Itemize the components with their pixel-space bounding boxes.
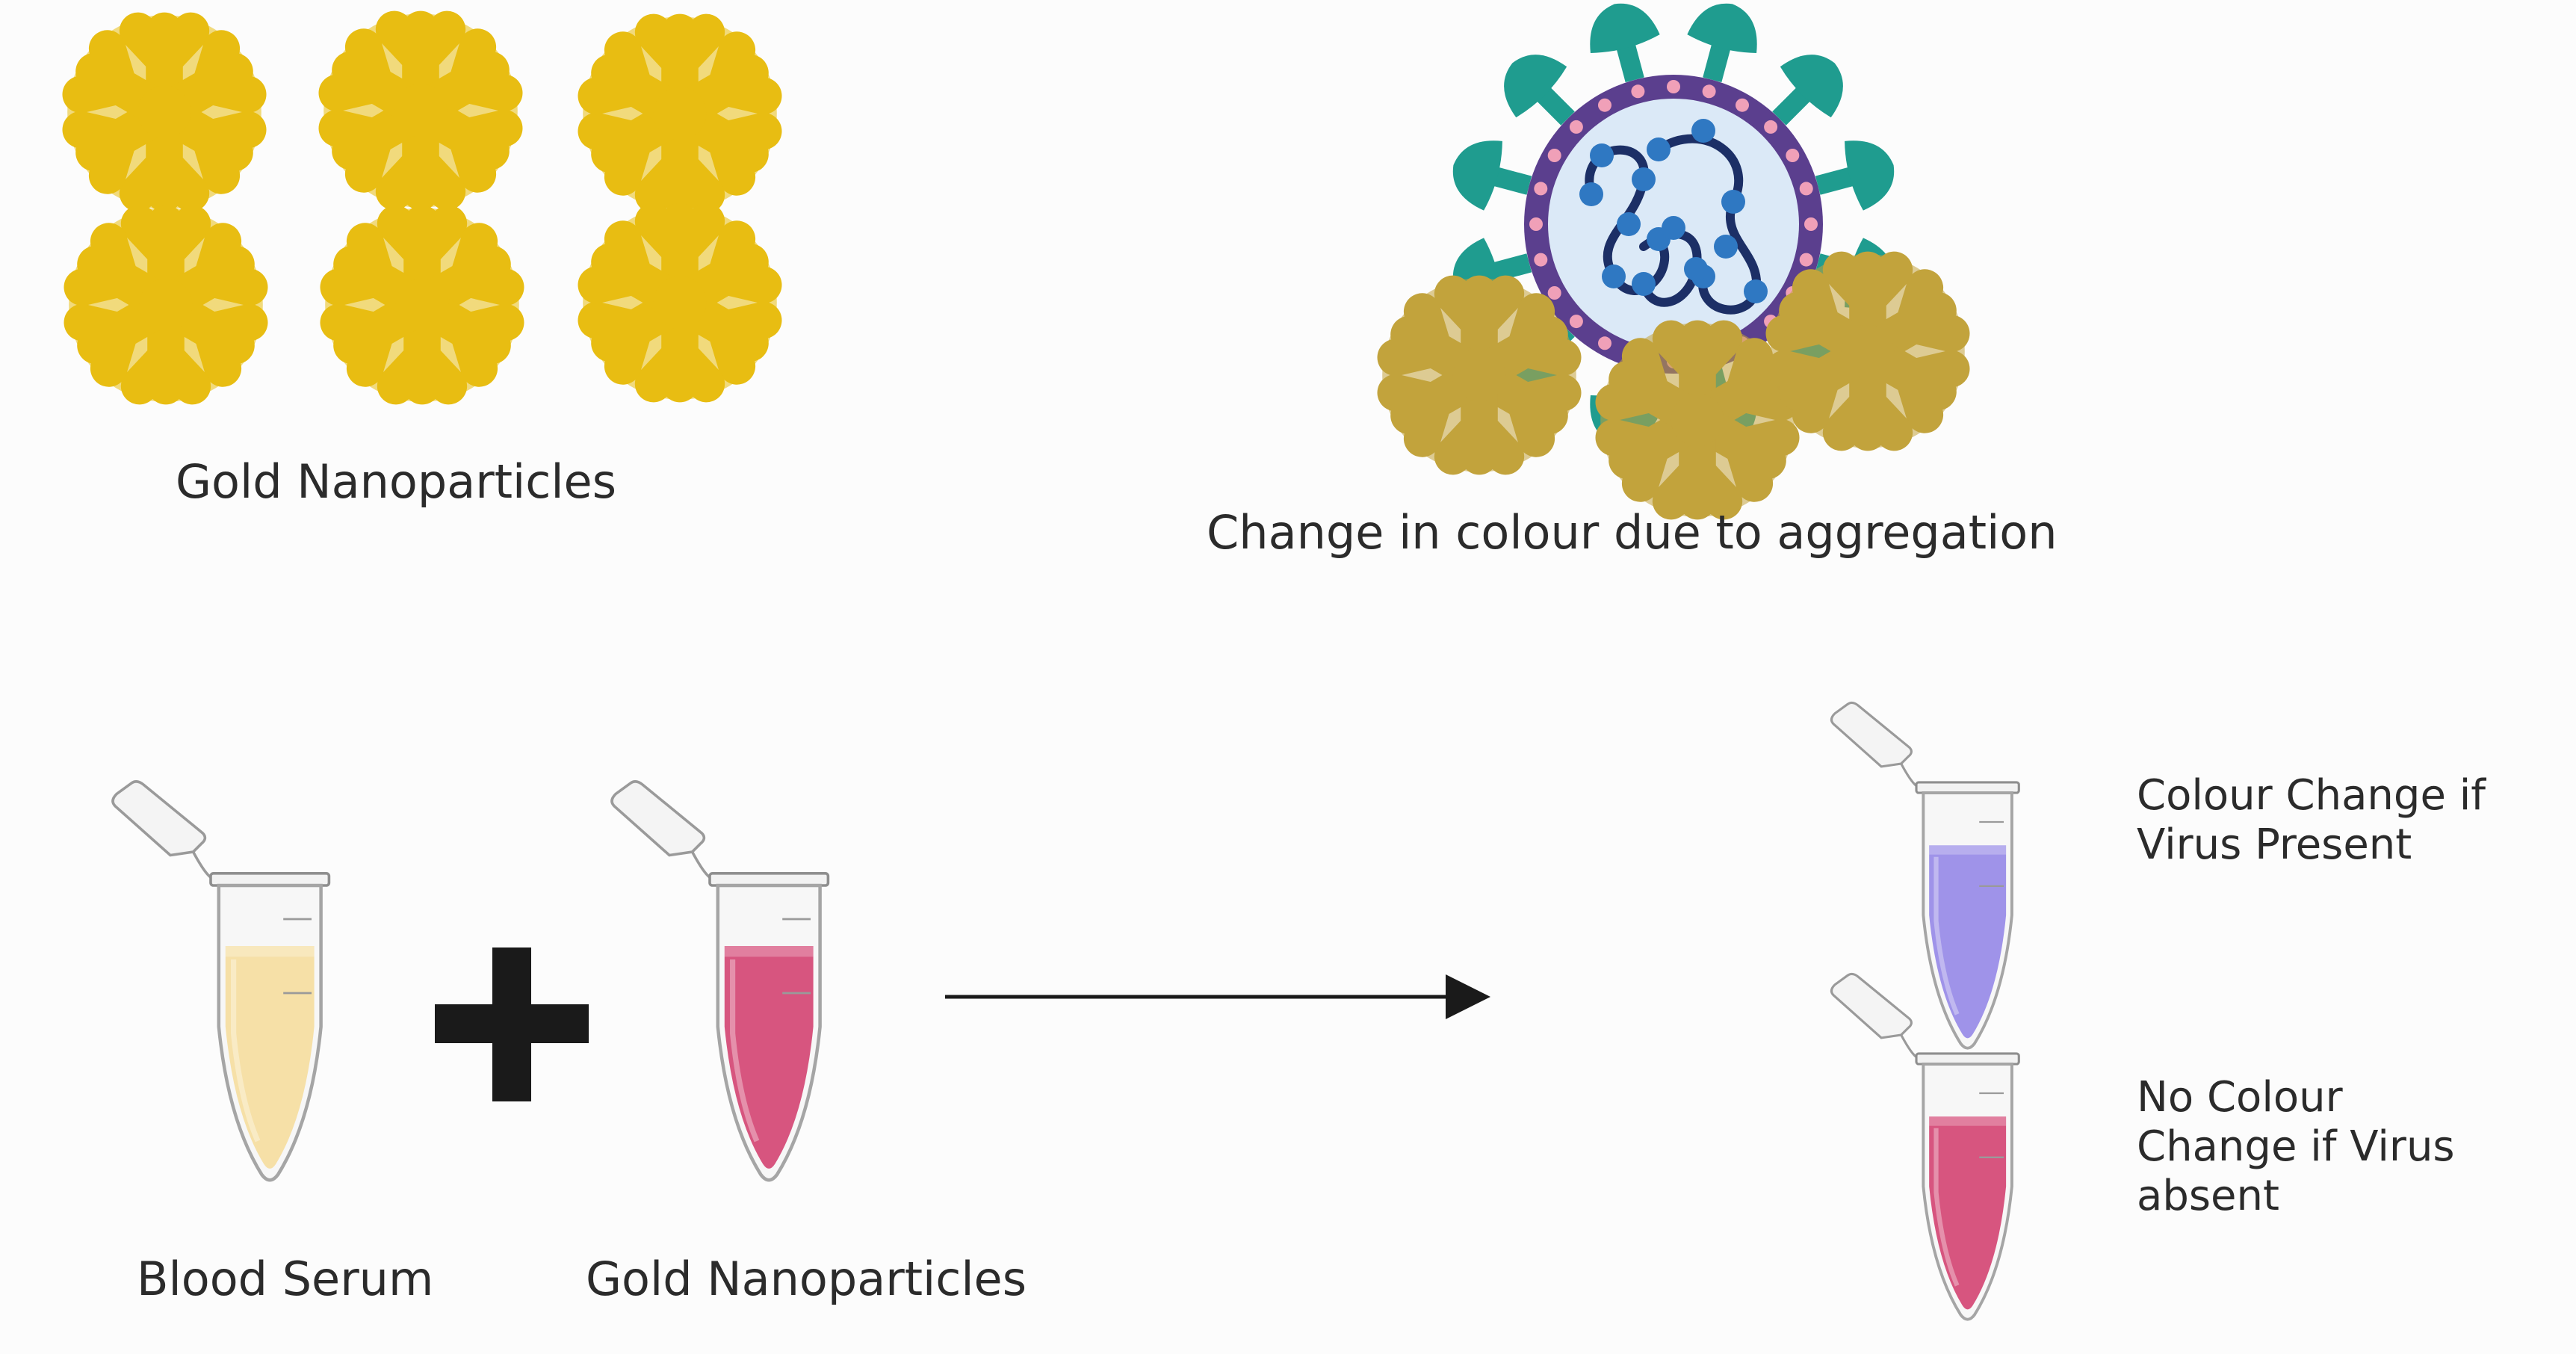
gold-nanoparticle-icon	[325, 208, 519, 402]
tube-virus-present	[1830, 701, 2020, 1050]
rna-node-icon	[1590, 143, 1614, 167]
tube-gold-nanoparticles	[610, 780, 830, 1182]
virus-present-label: Colour Change if Virus Present	[2137, 771, 2486, 870]
gold-nanoparticle-icon	[583, 205, 777, 400]
spike-protein-icon	[1808, 130, 1904, 220]
rna-node-icon	[1691, 119, 1715, 143]
spike-protein-icon	[1443, 130, 1539, 220]
aggregated-nanoparticle-icon	[1382, 278, 1576, 472]
rna-node-icon	[1714, 235, 1738, 259]
rna-node-icon	[1744, 279, 1768, 303]
microcentrifuge-tube-icon	[1830, 701, 2020, 1050]
aggregated-nanoparticle-icon	[1600, 323, 1795, 517]
gold-nanoparticles-label-bottom: Gold Nanoparticles	[586, 1252, 1027, 1306]
virus-icon	[1443, 0, 1904, 454]
virus-illustration	[1382, 0, 1965, 517]
blood-serum-label: Blood Serum	[137, 1252, 434, 1306]
gold-nanoparticles-label-top: Gold Nanoparticles	[176, 454, 616, 509]
spike-protein-icon	[1579, 0, 1670, 90]
rna-node-icon	[1684, 257, 1708, 281]
gold-nanoparticle-icon	[67, 15, 261, 209]
aggregated-nanoparticle-icon	[1771, 254, 1965, 448]
rna-node-icon	[1617, 212, 1641, 236]
rna-node-icon	[1632, 167, 1656, 191]
rna-node-icon	[1579, 182, 1603, 206]
rna-node-icon	[1662, 216, 1685, 240]
aggregation-label: Change in colour due to aggregation	[1207, 505, 2058, 560]
rna-node-icon	[1602, 265, 1626, 288]
virus-present-label-line2: Virus Present	[2137, 820, 2412, 869]
spike-protein-icon	[1677, 0, 1768, 90]
rna-node-icon	[1647, 137, 1671, 161]
virus-absent-label-line2: Change if Virus	[2137, 1122, 2455, 1171]
gold-nanoparticle-icon	[583, 16, 777, 211]
microcentrifuge-tube-icon	[111, 780, 331, 1182]
gold-nanoparticle-icon	[323, 13, 518, 208]
microcentrifuge-tube-icon	[1830, 972, 2020, 1321]
virus-present-label-line1: Colour Change if	[2137, 771, 2486, 820]
tube-blood-serum	[111, 780, 331, 1182]
gold-nanoparticle-icon	[69, 208, 263, 402]
rna-node-icon	[1721, 190, 1745, 214]
plus-icon	[435, 948, 589, 1101]
nanoparticle-grid	[67, 13, 777, 402]
virus-absent-label-line1: No Colour	[2137, 1073, 2343, 1122]
microcentrifuge-tube-icon	[610, 780, 830, 1182]
rna-node-icon	[1632, 272, 1656, 296]
virus-absent-label: No Colour Change if Virus absent	[2137, 1073, 2455, 1221]
tube-virus-absent	[1830, 972, 2020, 1321]
virus-absent-label-line3: absent	[2137, 1172, 2279, 1220]
